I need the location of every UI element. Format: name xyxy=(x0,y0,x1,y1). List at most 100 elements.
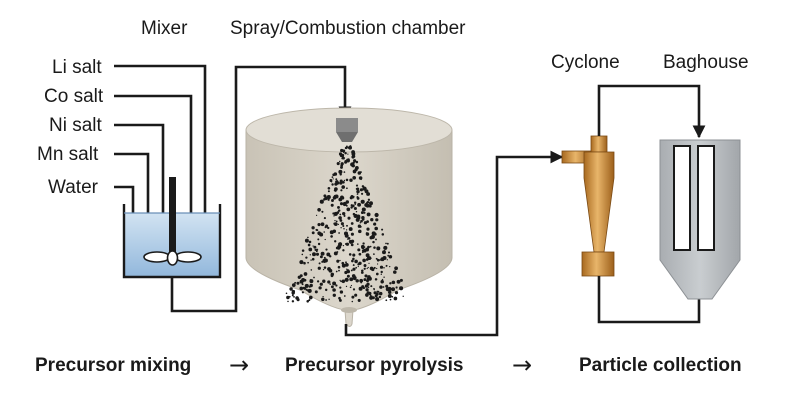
spray-particle xyxy=(395,286,398,289)
spray-particle xyxy=(364,274,368,278)
spray-particle xyxy=(369,245,372,248)
spray-particle xyxy=(321,297,325,302)
chamber-to-cyclone-pipe xyxy=(344,150,564,337)
spray-particle xyxy=(396,279,401,284)
spray-particle xyxy=(381,278,384,281)
spray-particle xyxy=(345,145,348,148)
spray-particle xyxy=(394,266,398,271)
spray-particle xyxy=(324,196,327,199)
spray-particle xyxy=(336,259,340,263)
spray-particle xyxy=(335,181,340,185)
spray-particle xyxy=(291,300,295,303)
spray-particle xyxy=(347,216,351,220)
spray-particle xyxy=(313,276,315,279)
spray-particle xyxy=(357,263,360,266)
spray-particle xyxy=(356,187,360,191)
spray-particle xyxy=(389,298,392,301)
spray-particle xyxy=(329,283,331,285)
input-label-li: Li salt xyxy=(52,57,102,78)
spray-particle xyxy=(351,300,354,303)
input-label-co: Co salt xyxy=(44,86,104,107)
spray-particle xyxy=(346,224,348,227)
spray-particle xyxy=(353,159,357,163)
mixer-to-chamber-pipe xyxy=(170,65,352,313)
spray-particle xyxy=(301,291,304,294)
spray-particle xyxy=(310,259,312,261)
spray-particle xyxy=(361,192,364,195)
spray-particle xyxy=(365,203,370,208)
spray-particle xyxy=(330,285,334,289)
spray-particle xyxy=(344,277,349,282)
spray-particle xyxy=(340,148,344,153)
spray-particle xyxy=(375,272,379,276)
spray-particle xyxy=(293,296,295,298)
spray-particle xyxy=(357,224,362,228)
spray-particle xyxy=(318,262,321,265)
spray-particle xyxy=(373,232,377,236)
mixer-label: Mixer xyxy=(141,18,188,39)
spray-nozzle xyxy=(336,118,358,142)
spray-particle xyxy=(301,253,304,256)
spray-particle xyxy=(334,240,337,243)
spray-particle xyxy=(322,279,326,283)
cyclone-to-baghouse-pipe xyxy=(597,84,706,139)
spray-particle xyxy=(369,295,374,300)
spray-particle xyxy=(317,242,321,246)
spray-particle xyxy=(308,240,312,244)
spray-particle xyxy=(345,229,348,231)
spray-particle xyxy=(319,282,323,286)
spray-particle xyxy=(332,281,337,286)
spray-particle xyxy=(362,242,365,245)
spray-particle xyxy=(348,239,353,244)
spray-particle xyxy=(361,269,364,272)
spray-particle xyxy=(331,183,334,186)
spray-particle xyxy=(333,211,338,216)
spray-particle xyxy=(322,258,327,263)
spray-particle xyxy=(352,288,356,291)
spray-particle xyxy=(345,285,348,288)
mn-salt-pipe xyxy=(114,152,155,234)
spray-particle xyxy=(389,282,392,285)
spray-particle xyxy=(345,178,349,182)
spray-particle xyxy=(353,201,357,204)
collection-return-pipe xyxy=(597,276,701,324)
spray-particle xyxy=(361,218,365,221)
ni-salt-pipe xyxy=(114,123,170,234)
spray-particle xyxy=(287,300,289,303)
spray-particle xyxy=(318,286,322,290)
spray-particle xyxy=(317,266,321,270)
spray-particle xyxy=(289,287,293,291)
spray-particle xyxy=(358,176,363,180)
li-salt-pipe xyxy=(114,64,212,234)
spray-particle xyxy=(352,264,355,267)
spray-particle xyxy=(350,284,352,287)
spray-particle xyxy=(321,210,324,213)
spray-particle xyxy=(338,296,341,300)
spray-particle xyxy=(344,233,349,238)
spray-particle xyxy=(309,279,314,284)
spray-particle xyxy=(308,299,311,302)
spray-particle xyxy=(379,259,381,261)
spray-particle xyxy=(366,227,370,231)
spray-particle xyxy=(374,212,379,218)
spray-particle xyxy=(363,267,366,270)
spray-particle xyxy=(340,164,344,167)
spray-particle xyxy=(326,195,331,200)
spray-particle xyxy=(389,265,391,268)
spray-particle xyxy=(346,263,349,266)
spray-particle xyxy=(351,295,355,299)
spray-particle xyxy=(333,172,337,175)
spray-particle xyxy=(378,295,382,299)
spray-particle xyxy=(334,219,336,222)
spray-particle xyxy=(373,253,375,255)
spray-particle xyxy=(355,279,359,283)
spray-particle xyxy=(357,243,359,245)
spray-particle xyxy=(340,227,342,229)
spray-particle xyxy=(309,254,311,256)
spray-particle xyxy=(322,295,324,298)
spray-particle xyxy=(349,196,353,200)
spray-particle xyxy=(358,253,361,256)
spray-particle xyxy=(340,189,343,192)
spray-particle xyxy=(370,285,373,288)
